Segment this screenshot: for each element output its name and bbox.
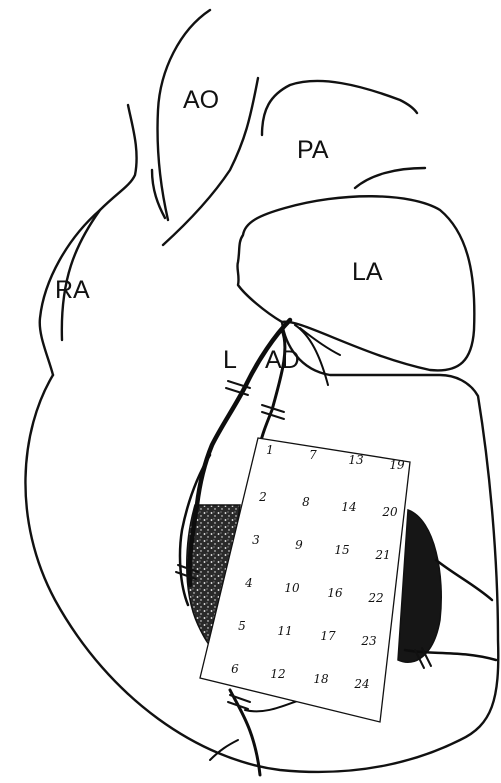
site-label-14: 14 — [341, 500, 356, 514]
site-label-15: 15 — [334, 543, 349, 557]
label-right-atrium: RA — [55, 276, 90, 304]
site-label-2: 2 — [258, 490, 267, 504]
label-aorta: AO — [183, 86, 219, 114]
site-label-13: 13 — [348, 453, 364, 467]
diagonal-branch-right — [436, 560, 492, 600]
distal-branch — [245, 700, 300, 711]
site-label-4: 4 — [244, 576, 253, 590]
site-label-24: 24 — [353, 677, 369, 691]
site-label-7: 7 — [309, 448, 317, 462]
site-label-21: 21 — [374, 548, 390, 562]
site-label-18: 18 — [313, 672, 329, 686]
site-label-12: 12 — [270, 667, 285, 681]
pulmonary-artery-outline — [262, 81, 417, 135]
site-label-19: 19 — [389, 458, 405, 472]
label-pulmonary-artery: PA — [297, 136, 329, 164]
site-label-1: 1 — [266, 443, 274, 457]
label-lad-l: L — [223, 346, 237, 374]
site-label-16: 16 — [327, 586, 343, 600]
site-label-10: 10 — [284, 581, 300, 595]
infarct-region-right — [398, 510, 441, 662]
site-label-8: 8 — [302, 495, 310, 509]
label-left-atrium: LA — [352, 258, 383, 286]
site-label-20: 20 — [381, 505, 398, 519]
site-label-3: 3 — [252, 533, 260, 547]
site-label-17: 17 — [320, 629, 336, 643]
site-label-9: 9 — [295, 538, 303, 552]
site-label-23: 23 — [360, 634, 377, 648]
label-lad-ad: AD — [265, 346, 300, 374]
apical-branch — [210, 740, 238, 760]
site-label-11: 11 — [277, 624, 292, 638]
site-label-5: 5 — [238, 619, 246, 633]
pulmonary-artery-branch — [355, 168, 425, 188]
heart-outline — [40, 105, 137, 375]
site-label-6: 6 — [231, 662, 239, 676]
site-label-22: 22 — [367, 591, 383, 605]
aorta-outline-left — [157, 10, 210, 220]
electrode-grid-sheet — [200, 438, 410, 722]
